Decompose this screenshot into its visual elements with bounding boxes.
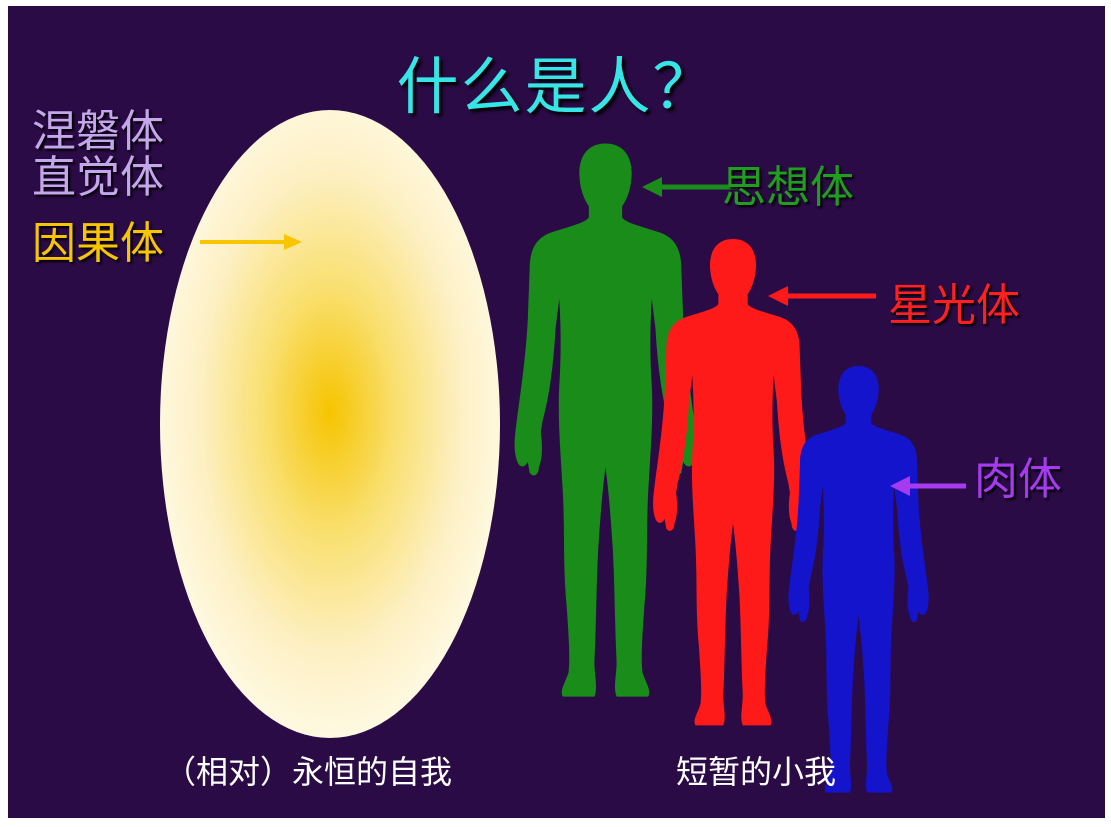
mental-arrow (642, 177, 738, 197)
label-mental-body: 思想体 (722, 162, 854, 213)
causal-arrow (200, 234, 302, 250)
causal-body-egg (160, 110, 500, 738)
label-astral-body: 星光体 (888, 280, 1020, 331)
caption-eternal-self: （相对）永恒的自我 (164, 753, 453, 791)
physical-arrow (890, 476, 966, 496)
physical-body-figure (788, 366, 929, 793)
label-causal-body: 因果体 (32, 218, 164, 269)
label-nirvanic-body: 涅磐体 (32, 106, 164, 157)
caption-transient-self: 短暂的小我 (676, 753, 837, 791)
diagram-art (160, 110, 966, 793)
astral-arrow (768, 286, 876, 306)
label-physical-body: 肉体 (974, 454, 1062, 505)
slide: 什么是人？ 涅磐体 直觉体 因果体 思想体 星光体 肉体 （相对）永恒的自我 短… (8, 6, 1105, 818)
slide-title: 什么是人？ (396, 50, 717, 123)
label-intuitional-body: 直觉体 (32, 152, 164, 203)
